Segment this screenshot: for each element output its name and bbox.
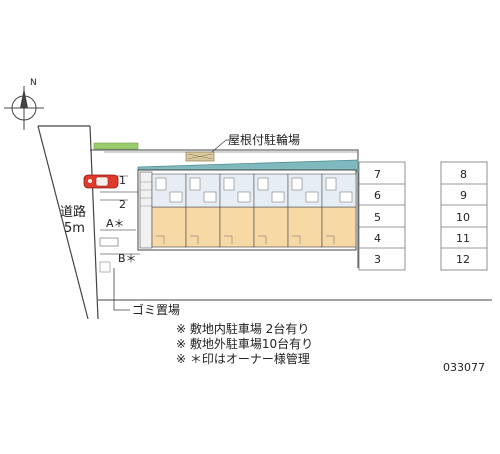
note-onsite-parking: ※ 敷地内駐車場 2台有り (176, 322, 310, 336)
offsite-space-7: 7 (374, 168, 381, 181)
car-icon (83, 174, 119, 189)
onsite-space-2: 2 (119, 198, 126, 211)
offsite-space-10: 10 (456, 211, 470, 224)
site-boundary (90, 149, 492, 301)
north-arrow-icon (20, 88, 28, 108)
offsite-parking (358, 161, 488, 271)
offsite-space-11: 11 (456, 232, 470, 245)
garbage-area: ゴミ置場 (99, 261, 180, 317)
offsite-space-8: 8 (460, 168, 467, 181)
bike-shelter-label: 屋根付駐輪場 (228, 132, 300, 147)
offsite-space-12: 12 (456, 253, 470, 266)
road-width: 5m (64, 221, 85, 236)
apartment-building (137, 159, 359, 251)
bike-shelter: 屋根付駐輪場 (185, 132, 300, 162)
hedge (93, 142, 139, 150)
offsite-space-5: 5 (374, 211, 381, 224)
road: 道路 5m (37, 125, 99, 320)
onsite-space-a: A＊ (106, 217, 125, 230)
compass: N (4, 78, 44, 130)
onsite-space-b: B＊ (118, 252, 137, 265)
offsite-space-3: 3 (374, 253, 381, 266)
note-owner-managed: ※ ＊印はオーナー様管理 (176, 352, 310, 366)
road-label: 道路 (60, 204, 86, 220)
property-code: 033077 (443, 361, 485, 374)
offsite-space-9: 9 (460, 189, 467, 202)
note-offsite-parking: ※ 敷地外駐車場10台有り (176, 337, 314, 351)
north-label: N (30, 78, 37, 88)
offsite-space-6: 6 (374, 189, 381, 202)
garbage-label: ゴミ置場 (132, 302, 180, 317)
offsite-space-4: 4 (374, 232, 381, 245)
onsite-space-1: 1 (119, 174, 126, 187)
